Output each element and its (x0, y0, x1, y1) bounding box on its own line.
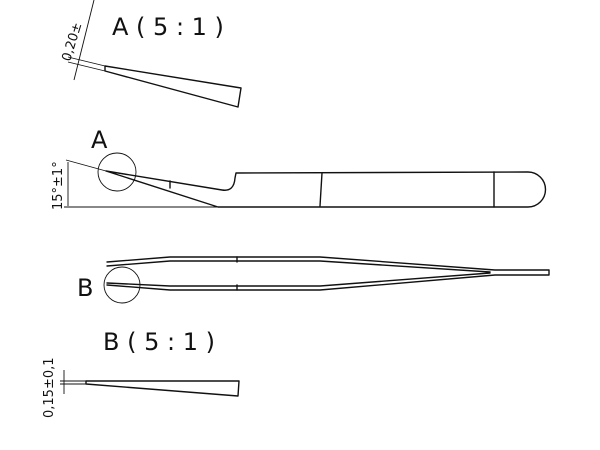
marker-b: B (77, 274, 93, 302)
tweezer-side-profile (105, 170, 547, 208)
detail-a: A ( 5 : 1 ) 0,20± (59, 0, 242, 108)
marker-a: A (91, 126, 108, 154)
detail-a-dimension: 0,20± (59, 21, 85, 63)
upper-arm-inner (106, 260, 491, 273)
tip-profile-b (85, 380, 240, 397)
detail-a-title: A ( 5 : 1 ) (112, 13, 224, 41)
lower-arm-inner (106, 272, 491, 287)
detail-b-dimension: 0,15±0,1 (42, 357, 57, 418)
extension-line (67, 56, 106, 67)
top-view: B (77, 256, 550, 304)
detail-b-title: B ( 5 : 1 ) (103, 328, 215, 356)
extension-line (67, 61, 106, 72)
tweezer-top-outline (106, 256, 550, 291)
side-view: A 15°±1° (51, 126, 547, 210)
angle-dimension: 15°±1° (51, 161, 66, 210)
dimension-line (73, 0, 95, 81)
tip-profile-a (104, 65, 242, 108)
detail-b: B ( 5 : 1 ) 0,15±0,1 (42, 328, 240, 418)
detail-circle-a (97, 152, 137, 192)
grip-start (319, 172, 323, 207)
angle-extension (65, 159, 107, 172)
